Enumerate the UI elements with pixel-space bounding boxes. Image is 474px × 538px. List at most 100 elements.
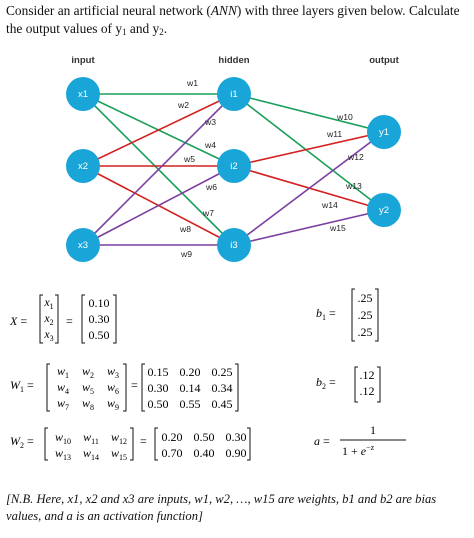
edge-i1-y2 [233,93,385,211]
layer-label-output: output [369,55,399,66]
w2-value-entry: 0.20 [162,430,183,444]
question-text: Consider an artificial neural network (A… [6,3,460,37]
input-node-x1-label: x1 [78,89,88,100]
weight-label-w14: w14 [321,200,338,210]
w2-entry-w12: w12 [111,430,127,446]
edge-x3-i1 [82,93,235,246]
hidden-node-i2 [217,149,251,183]
edge-i1-y1 [233,93,385,133]
w1-entry-w6: w6 [107,380,119,396]
b2-value-entry: .12 [360,368,375,382]
hidden-node-i1-label: i1 [230,89,237,100]
w1-entry-w7: w7 [57,396,69,412]
weight-label-w13: w13 [345,181,362,191]
w1-value-entry: 0.20 [180,365,201,379]
w1-entry-w8: w8 [82,396,94,412]
b2-label: b2 = [316,375,336,391]
w2-value-entry: 0.30 [226,430,247,444]
w1-label: W1 = [10,378,34,394]
edge-x3-i2 [82,165,235,246]
weight-label-w6: w6 [205,182,217,192]
x-equals-sign: = [66,314,73,328]
bracket-right [130,427,134,461]
weight-label-w5: w5 [183,154,195,164]
w2-entry-w14: w14 [83,446,99,462]
w1-value-entry: 0.25 [212,365,233,379]
w2-value-entry: 0.90 [226,446,247,460]
bracket-right [375,288,379,342]
w2-value-entry: 0.50 [194,430,215,444]
x-vector-entry-x3: x3 [43,327,53,343]
edge-x2-i1 [82,93,235,167]
w1-value-entry: 0.15 [148,365,169,379]
bracket-left [39,294,43,344]
w1-entry-w9: w9 [107,396,119,412]
input-node-x3-label: x3 [78,240,88,251]
w2-value-entry: 0.70 [162,446,183,460]
layer-label-input: input [71,55,95,66]
x-value-entry: 0.30 [89,312,110,326]
input-node-x2-label: x2 [78,161,88,172]
note-text: [N.B. Here, x1, x2 and x3 are inputs, w1… [6,492,437,523]
bracket-left [351,288,355,342]
bracket-left [81,294,85,344]
w1-value-entry: 0.50 [148,397,169,411]
weight-label-w15: w15 [329,223,346,233]
w2-equals-sign: = [140,434,147,448]
activation-numerator: 1 [370,423,376,437]
bracket-left [44,427,48,461]
weight-label-w2: w2 [177,100,189,110]
w1-equals-sign: = [131,378,138,392]
b1-label: b1 = [316,306,336,322]
w1-value-entry: 0.45 [212,397,233,411]
bracket-right [113,294,117,344]
w1-entry-w5: w5 [82,380,94,396]
weight-label-w10: w10 [336,112,353,122]
bracket-right [55,294,59,344]
x-vector-entry-x2: x2 [43,311,53,327]
w1-entry-w4: w4 [57,380,69,396]
bracket-right [377,366,381,403]
activation-label: a = [314,434,330,448]
x-label: X = [9,314,27,328]
hidden-node-i3 [217,228,251,262]
weight-label-w9: w9 [180,249,192,259]
b2-value-entry: .12 [360,384,375,398]
bracket-left [141,363,145,412]
weight-label-w12: w12 [347,152,364,162]
weight-label-w8: w8 [179,224,191,234]
edge-i3-y1 [233,131,385,246]
w1-entry-w3: w3 [107,364,119,380]
weight-label-w11: w11 [326,129,342,139]
w2-entry-w15: w15 [111,446,127,462]
w2-entry-w10: w10 [55,430,71,446]
output-node-y2 [367,193,401,227]
output-node-y1-label: y1 [379,127,389,138]
bracket-right [123,363,127,412]
hidden-node-i1 [217,77,251,111]
w1-value-entry: 0.30 [148,381,169,395]
bracket-right [235,363,239,412]
weight-label-w4: w4 [204,140,216,150]
b1-value-entry: .25 [358,291,373,305]
w2-value-entry: 0.40 [194,446,215,460]
weight-label-w3: w3 [204,117,216,127]
bracket-left [354,366,358,403]
edge-i2-y1 [233,131,385,167]
weight-label-w7: w7 [202,208,214,218]
bracket-right [247,427,251,461]
output-node-y2-label: y2 [379,205,389,216]
edge-i3-y2 [233,209,385,246]
b1-value-entry: .25 [358,308,373,322]
w1-value-entry: 0.34 [212,381,233,395]
x-value-entry: 0.50 [89,328,110,342]
b1-value-entry: .25 [358,325,373,339]
bracket-left [154,427,158,461]
w2-entry-w11: w11 [83,430,99,446]
hidden-node-i3-label: i3 [230,240,237,251]
w1-entry-w1: w1 [57,364,69,380]
w1-value-entry: 0.14 [180,381,201,395]
w1-entry-w2: w2 [82,364,94,380]
